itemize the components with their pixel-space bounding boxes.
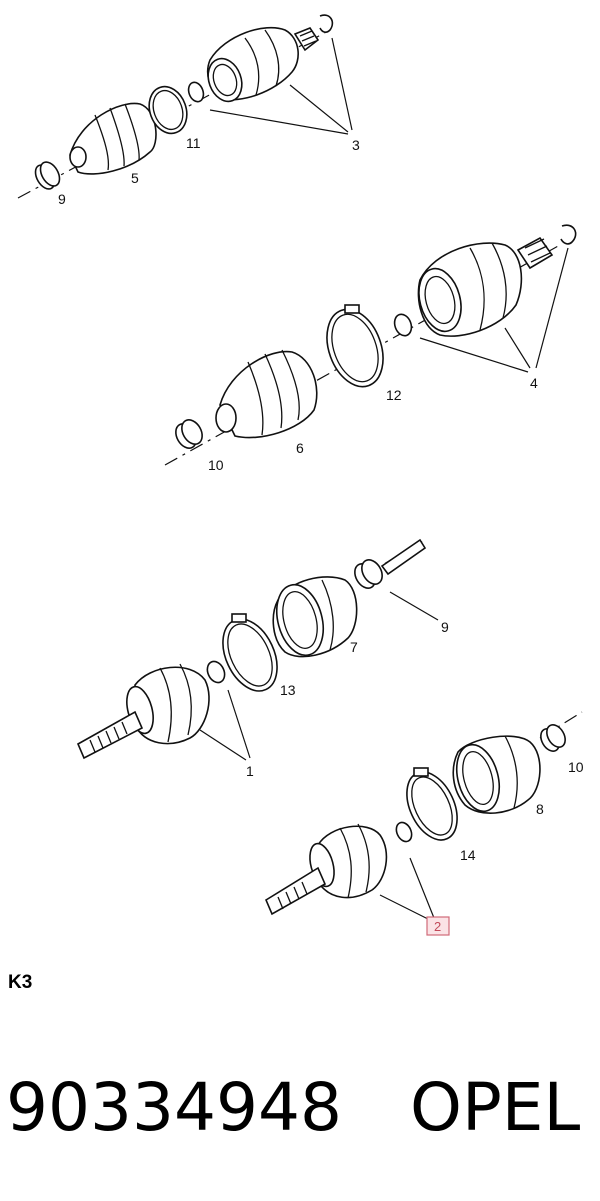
shaft-end-c	[380, 538, 427, 576]
clamp-part-9b	[354, 559, 383, 589]
leader-1a	[199, 729, 247, 761]
clamp-part-10a	[175, 419, 203, 449]
brand-name: OPEL	[410, 1069, 580, 1146]
band-clamp-part-14	[406, 767, 458, 841]
cv-joint-part-3	[206, 26, 320, 103]
clamp-part-10b	[540, 724, 566, 752]
clamp-part-9a	[34, 161, 61, 190]
callout-7: 7	[350, 639, 358, 655]
leader-9	[389, 591, 439, 621]
callout-3: 3	[352, 137, 360, 153]
circlip-part-4	[560, 224, 577, 245]
band-clamp-part-13	[222, 613, 278, 692]
leader-2b	[409, 857, 435, 919]
leader-3b	[289, 84, 349, 133]
leader-4c	[535, 247, 569, 369]
snap-ring-part-c	[206, 660, 226, 684]
circlip-part-3	[319, 14, 334, 33]
callout-2-highlighted: 2	[434, 919, 441, 934]
boot-part-5	[69, 102, 157, 175]
leader-4b	[504, 327, 531, 369]
callout-2-highlight-box	[426, 916, 450, 936]
cv-joint-part-4	[417, 236, 554, 337]
leader-2a	[379, 894, 431, 921]
section-code: K3	[8, 972, 32, 993]
band-clamp-part-12	[326, 304, 384, 388]
callout-8: 8	[536, 801, 544, 817]
boot-part-6	[215, 349, 318, 439]
assembly-group-b: 10 6 12 4	[164, 224, 577, 473]
callout-1: 1	[246, 763, 254, 779]
boot-part-8	[452, 735, 541, 815]
callout-10-lower: 10	[568, 759, 584, 775]
callout-13: 13	[280, 682, 296, 698]
assembly-group-a: 9 5 11 3	[17, 14, 360, 207]
snap-ring-part-d	[395, 821, 413, 843]
snap-ring-part-b	[393, 313, 413, 337]
assembly-group-d: 10 8 14 2	[264, 711, 584, 936]
band-clamp-part-11	[148, 85, 188, 135]
cv-joint-part-2	[264, 823, 388, 916]
callout-9-lower: 9	[441, 619, 449, 635]
leader-3a	[209, 109, 349, 135]
callout-4: 4	[530, 375, 538, 391]
callout-9: 9	[58, 191, 66, 207]
part-number: 90334948	[6, 1069, 342, 1146]
callout-6: 6	[296, 440, 304, 456]
callout-14: 14	[460, 847, 476, 863]
callout-11: 11	[186, 135, 201, 151]
boot-part-7	[272, 576, 358, 658]
assembly-group-c: 9 7 13 1	[76, 538, 449, 779]
leader-1b	[227, 689, 251, 759]
callout-12: 12	[386, 387, 402, 403]
snap-ring-part-a	[187, 81, 205, 103]
cv-joint-part-1	[76, 663, 210, 760]
leader-3c	[331, 37, 353, 131]
callout-5: 5	[131, 170, 139, 186]
callout-10: 10	[208, 457, 224, 473]
leader-4a	[419, 337, 529, 373]
